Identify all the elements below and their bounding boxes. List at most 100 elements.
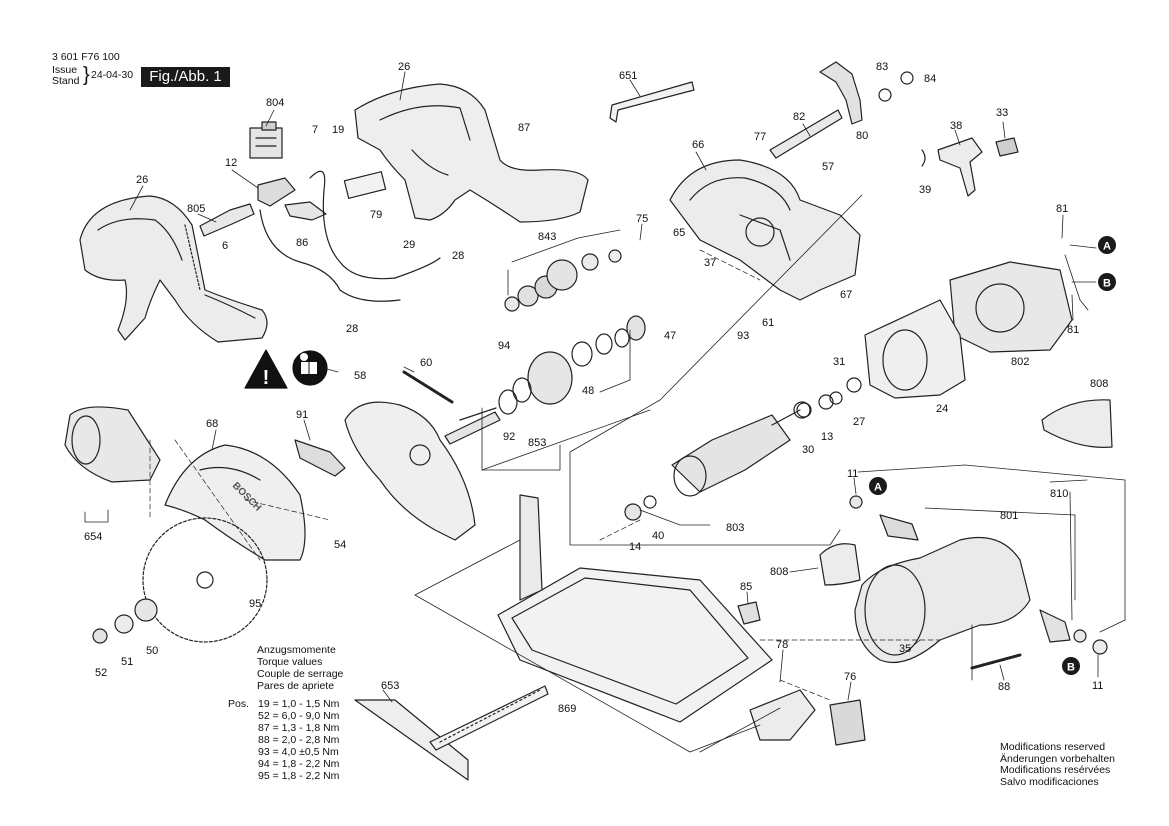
- callout-92: 92: [503, 431, 515, 443]
- callout-87: 87: [518, 122, 530, 134]
- torque-title-es: Pares de apriete: [257, 680, 335, 692]
- callout-40: 40: [652, 530, 664, 542]
- callout-60: 60: [420, 357, 432, 369]
- callout-30: 30: [802, 444, 814, 456]
- torque-row: 19 = 1,0 - 1,5 Nm: [258, 698, 340, 710]
- stator-part: [949, 261, 1073, 353]
- torque-title-fr: Couple de serrage: [257, 668, 344, 680]
- label-808-part: [1041, 399, 1113, 448]
- callout-12: 12: [225, 157, 237, 169]
- callout-94: 94: [498, 340, 510, 352]
- callout-88: 88: [998, 681, 1010, 693]
- gear-housing-part: [498, 315, 646, 415]
- torque-pos-label: Pos.: [228, 698, 250, 710]
- issue-brace: }: [83, 64, 90, 86]
- callout-81a: 81: [1056, 203, 1068, 215]
- group-brackets: [84, 194, 1126, 753]
- connection-markers: A B A B: [869, 236, 1116, 675]
- issue-date: 24-04-30: [91, 69, 134, 81]
- switch-part: [249, 121, 283, 159]
- callout-labels: 26 26 804 7 19 12 805 6 86 79 87 29 28 2…: [84, 61, 1108, 715]
- callout-801: 801: [1000, 510, 1018, 522]
- callout-51: 51: [121, 656, 133, 668]
- fan-housing-part: [864, 299, 966, 399]
- callout-95: 95: [249, 598, 261, 610]
- callout-86: 86: [296, 237, 308, 249]
- callout-67: 67: [840, 289, 852, 301]
- svg-text:A: A: [1103, 241, 1111, 253]
- callout-7: 7: [312, 124, 318, 136]
- callout-39: 39: [919, 184, 931, 196]
- shaft-part: [444, 411, 501, 445]
- callout-28b: 28: [346, 323, 358, 335]
- saw-blade-part: [142, 517, 268, 643]
- callout-28a: 28: [452, 250, 464, 262]
- marker-b-bottom: [1062, 657, 1080, 675]
- callout-853: 853: [528, 437, 546, 449]
- callout-869: 869: [558, 703, 576, 715]
- torque-title-de: Anzugsmomente: [257, 644, 336, 656]
- callout-27: 27: [853, 416, 865, 428]
- spring-part: [402, 370, 454, 404]
- callout-808b: 808: [770, 566, 788, 578]
- blade-washers: [92, 598, 158, 644]
- svg-text:B: B: [1067, 662, 1075, 674]
- callout-802: 802: [1011, 356, 1029, 368]
- callout-93: 93: [737, 330, 749, 342]
- callout-26b: 26: [398, 61, 410, 73]
- callout-653: 653: [381, 680, 399, 692]
- callout-91: 91: [296, 409, 308, 421]
- callout-52: 52: [95, 667, 107, 679]
- callout-81b: 81: [1067, 324, 1079, 336]
- callout-11a: 11: [847, 468, 858, 480]
- upper-handle-part: [354, 83, 589, 223]
- callout-24: 24: [936, 403, 948, 415]
- upper-guard-part: [164, 444, 306, 561]
- callout-11b: 11: [1092, 680, 1103, 692]
- callout-805: 805: [187, 203, 205, 215]
- callout-78: 78: [776, 639, 788, 651]
- armature-part: [671, 402, 812, 497]
- notice-line-es: Salvo modificaciones: [1000, 775, 1099, 788]
- torque-title-en: Torque values: [257, 656, 323, 668]
- callout-654: 654: [84, 531, 102, 543]
- callout-66: 66: [692, 139, 704, 151]
- assembly-centerlines: [149, 249, 941, 701]
- marker-b-top: [1098, 273, 1116, 291]
- dust-nozzle-part: [64, 406, 161, 483]
- callout-83: 83: [876, 61, 888, 73]
- callout-803: 803: [726, 522, 744, 534]
- label-plate-part: [343, 171, 387, 199]
- callout-35: 35: [899, 643, 911, 655]
- notice-line-de: Änderungen vorbehalten: [1000, 752, 1116, 765]
- callout-54: 54: [334, 539, 346, 551]
- callout-68: 68: [206, 418, 218, 430]
- svg-text:A: A: [874, 482, 882, 494]
- svg-text:B: B: [1103, 278, 1111, 290]
- callout-50: 50: [146, 645, 158, 657]
- stand-label: Stand: [52, 75, 80, 87]
- rear-handle-part: [79, 195, 268, 343]
- callout-38: 38: [950, 120, 962, 132]
- callout-48: 48: [582, 385, 594, 397]
- callout-76: 76: [844, 671, 856, 683]
- callout-77: 77: [754, 131, 766, 143]
- callout-58: 58: [354, 370, 366, 382]
- callout-79: 79: [370, 209, 382, 221]
- callout-33: 33: [996, 107, 1008, 119]
- spindle-lock-part: [769, 61, 914, 159]
- blade-guard-part: [344, 401, 497, 541]
- part-number: 3 601 F76 100: [52, 51, 120, 63]
- torque-row: 88 = 2,0 - 2,8 Nm: [258, 734, 340, 746]
- carbon-brush-part: [849, 495, 1108, 655]
- bracket-part: [921, 137, 1019, 197]
- issue-label: Issue: [52, 64, 78, 76]
- notice-line-fr: Modifications resérvées: [1000, 764, 1111, 776]
- hex-key-part: [609, 81, 695, 123]
- callout-26a: 26: [136, 174, 148, 186]
- torque-row: 93 = 4,0 ±0,5 Nm: [258, 746, 339, 758]
- callout-843: 843: [538, 231, 556, 243]
- callout-57: 57: [822, 161, 834, 173]
- motor-unit-part: [854, 536, 1071, 664]
